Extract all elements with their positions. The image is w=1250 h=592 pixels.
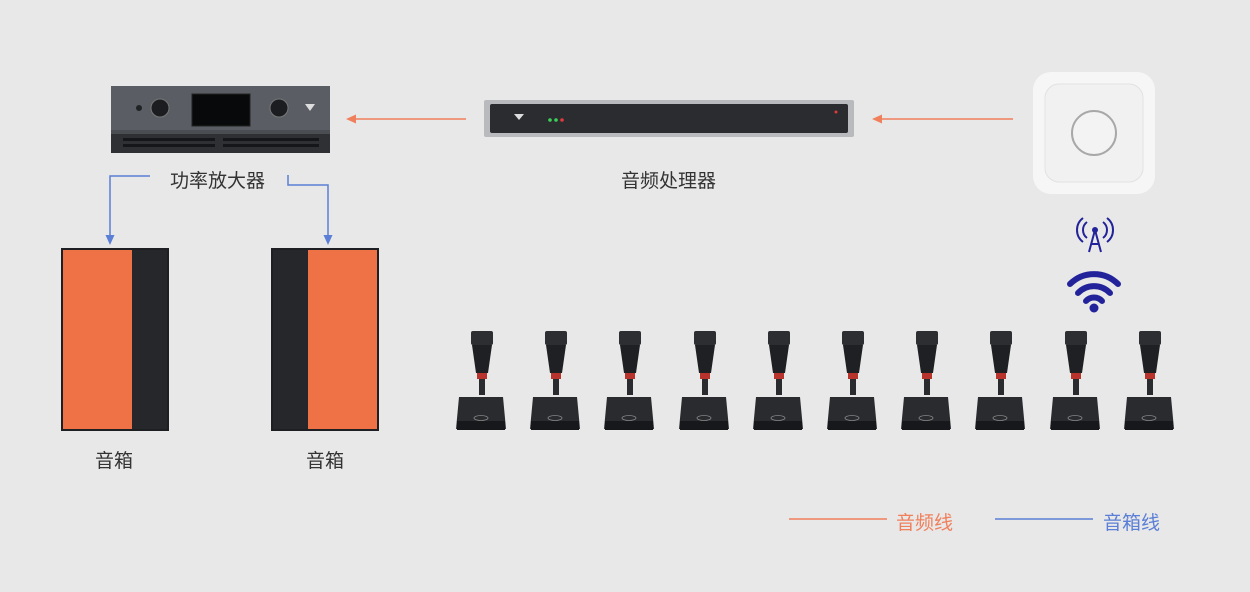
microphone-unit	[1124, 331, 1174, 430]
microphone-unit	[530, 331, 580, 430]
speaker-right-label: 音箱	[306, 450, 345, 472]
microphone-unit	[975, 331, 1025, 430]
legend-audio-line-swatch	[789, 518, 887, 520]
wireless-access-point	[1033, 72, 1155, 194]
wifi-icon	[1067, 271, 1121, 313]
microphone-unit	[679, 331, 729, 430]
microphone-unit	[901, 331, 951, 430]
speaker-line-right	[287, 175, 333, 245]
audio-processor	[484, 100, 854, 137]
antenna-icon	[1076, 217, 1114, 253]
audio-line-processor-to-amplifier	[346, 114, 466, 124]
speaker-line-left	[105, 175, 150, 245]
audio-line-ap-to-processor	[872, 114, 1013, 124]
legend-audio-line-label: 音频线	[896, 512, 954, 534]
microphone-unit	[604, 331, 654, 430]
microphone-unit	[1050, 331, 1100, 430]
power-amplifier	[111, 86, 330, 153]
speaker-right	[271, 248, 379, 431]
microphone-unit	[827, 331, 877, 430]
speaker-left-label: 音箱	[95, 450, 134, 472]
amplifier-label: 功率放大器	[170, 170, 266, 192]
processor-label: 音频处理器	[621, 170, 717, 192]
microphone-unit	[753, 331, 803, 430]
speaker-left	[61, 248, 169, 431]
legend-speaker-line-label: 音箱线	[1103, 512, 1161, 534]
legend-speaker-line-swatch	[995, 518, 1093, 520]
microphone-unit	[456, 331, 506, 430]
